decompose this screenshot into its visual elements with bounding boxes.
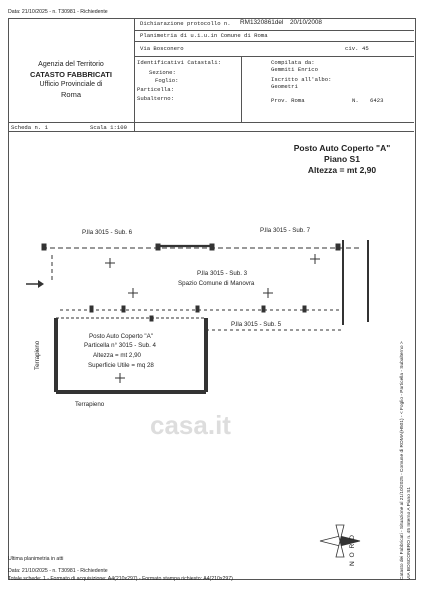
agency-city: Roma [60,90,81,99]
province-label: Prov. Roma [271,97,305,104]
grid-line [134,122,135,131]
plan-line [121,305,126,313]
plan-line [155,243,161,251]
plan-line [149,315,154,322]
north-label: N O R D [349,534,356,566]
footer-totals: Totale schede: 1 - Formato di acquisizio… [8,576,233,582]
label-common: Spazio Comune di Manovra [178,280,255,287]
sezione-label: Sezione: [149,69,176,76]
unit-title: Posto Auto Coperto "A" [89,333,153,340]
scala-label: Scala 1:100 [90,124,127,131]
compiled-label: Compilata da: [271,59,315,66]
unit-height: Altezza = mt 2,90 [93,352,141,359]
footer-last-plan: Ultima planimetria in atti [8,556,64,562]
plan-title-line2: Piano S1 [324,154,360,164]
plan-title: Posto Auto Coperto "A" Piano S1 Altezza … [282,143,402,176]
foglio-label: Foglio: [155,77,179,84]
protocol-date: 20/10/2008 [290,19,322,26]
plan-line [209,243,215,251]
label-sub5: P.lla 3015 - Sub. 5 [231,321,282,328]
plan-line: Planimetria di u.i.u.in Comune di Roma [140,32,268,39]
plan-line [41,243,47,251]
terrapieno-left: Terrapieno [34,340,41,370]
identifiers-title: Identificativi Catastali: [137,59,221,66]
header-line: Data: 21/10/2025 - n. T30981 - Richieden… [8,9,108,15]
entry-arrow-icon [26,280,44,288]
particella-label: Particella: [137,86,174,93]
plan-title-line1: Posto Auto Coperto "A" [293,143,391,153]
civic-label: civ. [345,45,359,52]
scheda-label: Scheda n. 1 [11,124,48,131]
label-sub7: P.lla 3015 - Sub. 7 [260,227,311,234]
compiled-name: Gemmiti Enrico [271,66,318,73]
north-arrow-icon [319,524,361,558]
street: Via Bosconero [140,45,184,52]
label-sub3: P.lla 3015 - Sub. 3 [197,270,248,277]
grid-line [8,131,414,132]
grid-line [134,41,414,42]
plan-line [89,305,94,313]
plan-line [335,243,341,251]
agency-office: Ufficio Provinciale di [39,81,103,88]
plan-line [195,305,200,313]
plan-line [302,305,307,313]
grid-line [8,122,414,123]
number-label: N. [352,97,359,104]
footer-date: Data: 21/10/2025 - n. T30981 - Richieden… [8,568,108,574]
subalterno-label: Subalterno: [137,95,174,102]
unit-area: Superficie Utile = mq 28 [88,362,154,369]
side-text-2: VIA BOSCONERO n. 45 Interno A Piano S1 [407,486,412,580]
grid-line [134,56,414,57]
protocol-number: RM1320861del [240,19,284,26]
unit-particella: Particella n° 3015 - Sub. 4 [84,342,156,349]
grid-line [134,30,414,31]
plan-title-line3: Altezza = mt 2,90 [307,165,377,175]
label-sub6: P.lla 3015 - Sub. 6 [82,229,133,236]
plan-line [261,305,266,313]
grid-line [241,56,242,122]
number-value: 6423 [370,97,384,104]
terrapieno-bottom: Terrapieno [75,401,105,408]
register-value: Geometri [271,83,298,90]
watermark: casa.it [150,410,231,440]
side-text-1: Catasto dei Fabbricati - Situazione al 2… [400,341,405,580]
protocol-label: Dichiarazione protocollo n. [140,20,231,27]
agency-name: Agenzia del Territorio [38,61,104,68]
agency-catasto: CATASTO FABBRICATI [30,70,112,79]
civic-number: 45 [362,45,369,52]
register-label: Iscritto all'albo: [271,76,332,83]
document-frame [8,18,416,580]
